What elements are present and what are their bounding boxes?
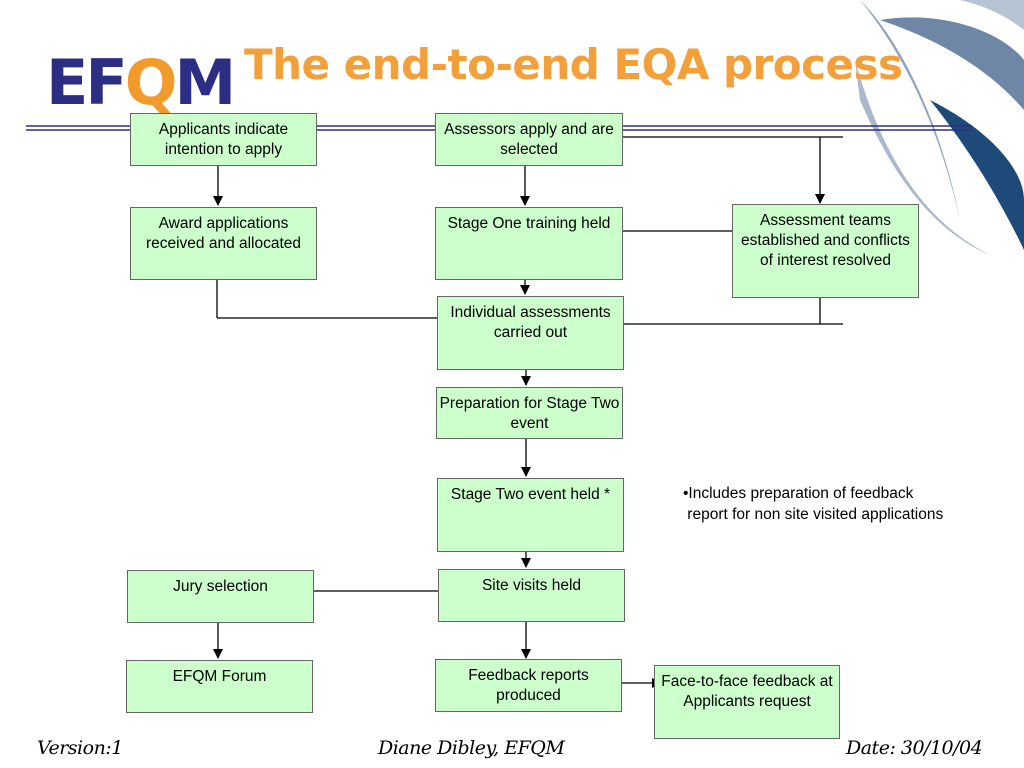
footer-author: Diane Dibley, EFQM <box>378 737 565 759</box>
box-assessment-teams: Assessment teams established and conflic… <box>732 204 919 298</box>
logo-text-part2: M <box>174 46 236 119</box>
box-award-applications: Award applications received and allocate… <box>130 207 317 280</box>
box-site-visits: Site visits held <box>438 569 625 622</box>
box-applicants-indicate: Applicants indicate intention to apply <box>130 113 317 166</box>
box-efqm-forum: EFQM Forum <box>126 660 313 713</box>
box-feedback-reports: Feedback reports produced <box>435 659 622 712</box>
footnote-feedback: •Includes preparation of feedback report… <box>683 485 944 523</box>
logo-text-q: Q <box>124 46 178 119</box>
box-jury-selection: Jury selection <box>127 570 314 623</box>
box-stage-one-training: Stage One training held <box>435 207 623 280</box>
box-face-to-face: Face-to-face feedback at Applicants requ… <box>654 665 840 739</box>
logo-text-part1: EF <box>46 46 128 119</box>
box-individual-assessments: Individual assessments carried out <box>437 296 624 370</box>
footer-date: Date: 30/10/04 <box>846 737 983 759</box>
box-assessors-apply: Assessors apply and are selected <box>435 113 623 166</box>
page-title: The end-to-end EQA process <box>244 40 903 89</box>
box-preparation-stage-two: Preparation for Stage Two event <box>436 387 623 439</box>
footer-version: Version:1 <box>37 737 123 759</box>
box-stage-two-event: Stage Two event held * <box>437 478 624 552</box>
efqm-logo: EFQM <box>46 52 236 114</box>
